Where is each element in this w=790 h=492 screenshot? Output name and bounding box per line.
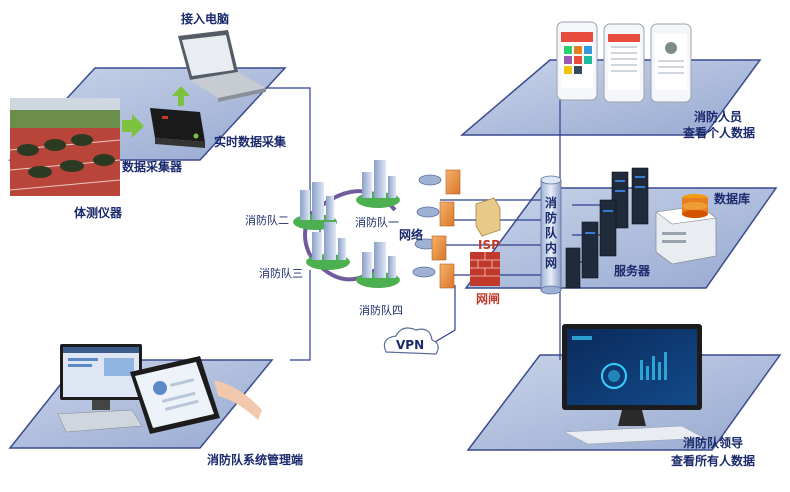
label-network: 网络 bbox=[399, 228, 424, 242]
mgmt-tablet-icon bbox=[130, 356, 262, 434]
arrow-to-collector-icon bbox=[122, 114, 144, 138]
team3-building-icon bbox=[306, 222, 350, 270]
router-icons bbox=[412, 174, 442, 278]
data-collector-icon bbox=[150, 108, 205, 148]
server-rack-icons bbox=[565, 167, 649, 289]
fitness-device-photo bbox=[9, 98, 121, 196]
label-leader-line2: 查看所有人数据 bbox=[671, 454, 756, 468]
gateway-wall-icon bbox=[470, 252, 500, 286]
label-isp: ISP bbox=[478, 238, 500, 252]
intranet-char: 网 bbox=[544, 256, 557, 270]
label-connect-pc: 接入电脑 bbox=[181, 12, 230, 26]
label-intranet-vertical: 消 防 队 内 网 bbox=[544, 196, 558, 271]
intranet-char: 消 bbox=[544, 196, 557, 210]
label-staff-line2: 查看个人数据 bbox=[683, 126, 756, 140]
intranet-char: 队 bbox=[544, 226, 557, 240]
firewall-icons bbox=[431, 169, 461, 289]
label-mgmt-terminal: 消防队系统管理端 bbox=[207, 453, 304, 467]
label-team1: 消防队一 bbox=[355, 216, 399, 229]
intranet-char: 防 bbox=[544, 211, 557, 225]
arrow-to-laptop-icon bbox=[172, 86, 190, 106]
label-collector: 数据采集器 bbox=[122, 160, 183, 174]
team1-building-icon bbox=[356, 160, 400, 208]
label-team2: 消防队二 bbox=[245, 214, 289, 227]
database-server-icon bbox=[655, 194, 717, 265]
label-staff-line1: 消防人员 bbox=[694, 110, 743, 124]
mgmt-monitor-icon bbox=[57, 344, 143, 433]
isp-box-icon bbox=[475, 197, 501, 237]
label-vpn: VPN bbox=[396, 338, 425, 352]
label-team4: 消防队四 bbox=[359, 304, 403, 317]
intranet-char: 内 bbox=[544, 241, 557, 255]
laptop-icon bbox=[178, 30, 266, 102]
label-realtime-collect: 实时数据采集 bbox=[214, 135, 287, 149]
label-fitness-device: 体测仪器 bbox=[74, 206, 123, 220]
label-server: 服务器 bbox=[614, 264, 651, 278]
label-database: 数据库 bbox=[714, 192, 751, 206]
intranet-pipe bbox=[540, 175, 562, 295]
leader-monitor-icon bbox=[562, 324, 706, 445]
label-gateway: 网闸 bbox=[476, 292, 501, 306]
vpn-cloud-icon bbox=[383, 327, 439, 355]
team4-building-icon bbox=[356, 242, 400, 288]
label-team3: 消防队三 bbox=[259, 267, 303, 280]
server-lights bbox=[585, 176, 645, 234]
label-leader-line1: 消防队领导 bbox=[683, 436, 744, 450]
phone-icons bbox=[556, 21, 692, 103]
